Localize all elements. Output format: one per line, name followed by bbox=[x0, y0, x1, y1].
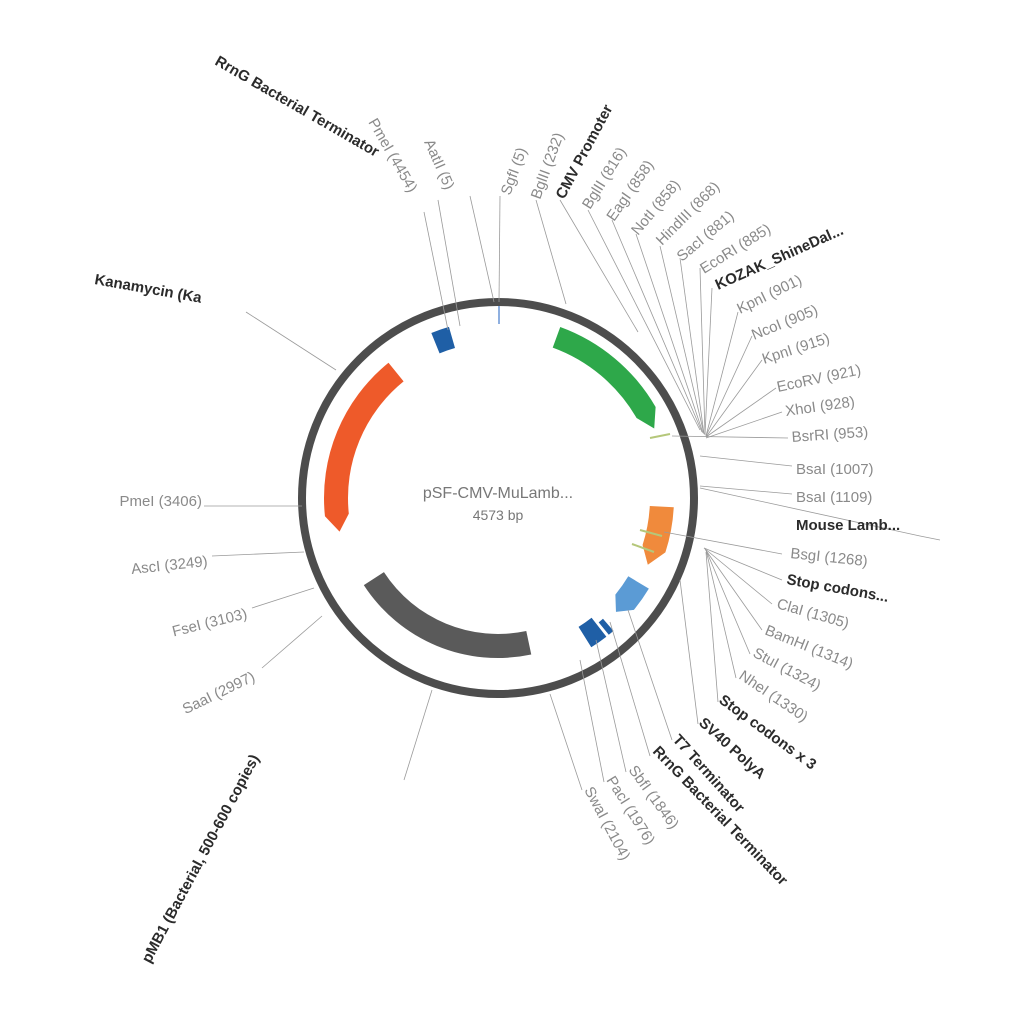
leader-stop3 bbox=[705, 551, 719, 703]
leader-saci bbox=[679, 257, 705, 435]
leader-swai bbox=[549, 693, 583, 791]
leader-stui bbox=[705, 549, 751, 655]
label-bsai-1109: BsaI (1109) bbox=[796, 489, 872, 506]
label-fsei-3103: FseI (3103) bbox=[170, 605, 249, 640]
leader-bsai-1109 bbox=[699, 485, 793, 495]
pmb1-origin-arc bbox=[363, 572, 532, 658]
leader-lines bbox=[204, 195, 941, 791]
leader-kpni-901 bbox=[705, 311, 739, 437]
leader-xhoi bbox=[705, 411, 783, 439]
leader-bsai-1007 bbox=[699, 455, 793, 467]
leader-t7 bbox=[627, 609, 673, 741]
leader-cmv bbox=[559, 199, 639, 333]
leader-paci bbox=[579, 659, 605, 783]
leader-mouse-lamb bbox=[699, 487, 941, 541]
rrng-terminator-block-top bbox=[431, 326, 456, 354]
label-stop-codons-3: Stop codons x 3 bbox=[716, 691, 820, 773]
label-rrng-term-top: RrnG Bacterial Terminator bbox=[212, 53, 382, 161]
label-bsrri-953: BsrRI (953) bbox=[791, 424, 869, 446]
label-bsgi-1268: BsgI (1268) bbox=[790, 545, 869, 570]
leader-rrng-bottom bbox=[609, 621, 651, 757]
label-ecorv-921: EcoRV (921) bbox=[775, 361, 862, 395]
leader-eagi bbox=[611, 219, 703, 433]
leader-pmb1 bbox=[403, 689, 433, 781]
leader-bsrri bbox=[671, 435, 789, 439]
leader-bglii-232 bbox=[535, 199, 567, 305]
label-pmb1: pMB1 (Bacterial, 500-600 copies) bbox=[139, 752, 264, 966]
leader-rrng-top bbox=[423, 211, 449, 331]
leader-kozak bbox=[704, 287, 713, 436]
label-mouse-lamb: Mouse Lamb... bbox=[796, 517, 900, 534]
site-ticks bbox=[498, 306, 671, 553]
t7-terminator-block bbox=[598, 618, 614, 635]
leader-kanamycin bbox=[245, 311, 337, 371]
rrng-terminator-block-bottom bbox=[578, 617, 607, 648]
leader-kpni-915 bbox=[705, 359, 763, 438]
leader-stop1 bbox=[703, 547, 783, 581]
label-pmei-3406: PmeI (3406) bbox=[119, 493, 202, 510]
leader-sv40 bbox=[679, 579, 699, 725]
leader-sgfi bbox=[498, 195, 501, 303]
leader-noti bbox=[635, 233, 704, 434]
kanamycin-arc bbox=[323, 362, 404, 532]
leader-fsei bbox=[251, 587, 315, 609]
plasmid-name: pSF-CMV-MuLamb... bbox=[423, 485, 573, 502]
leader-nhei bbox=[705, 549, 737, 679]
stop-codons-3-tick bbox=[631, 543, 655, 553]
plasmid-size: 4573 bp bbox=[473, 507, 524, 523]
label-aatii-5: AatII (5) bbox=[420, 137, 457, 193]
label-bsai-1007: BsaI (1007) bbox=[796, 461, 874, 478]
label-kanamycin: Kanamycin (Ka bbox=[93, 271, 203, 307]
leader-clai bbox=[703, 547, 773, 605]
cmv-promoter-arc bbox=[552, 326, 656, 429]
label-sgfi-5: SgfI (5) bbox=[498, 145, 531, 197]
leader-aatii bbox=[469, 195, 495, 303]
sv40-polya-arc bbox=[615, 576, 649, 612]
bsrri-tick bbox=[649, 433, 671, 439]
leader-bamhi bbox=[704, 548, 763, 631]
label-clai-1305: ClaI (1305) bbox=[775, 596, 851, 633]
leader-hindiii bbox=[659, 245, 705, 435]
label-asci-3249: AscI (3249) bbox=[130, 553, 208, 578]
leader-pmei-4454 bbox=[437, 199, 461, 327]
leader-ecorv bbox=[705, 387, 777, 438]
leader-asci bbox=[211, 551, 305, 557]
leader-bsgi bbox=[663, 531, 783, 555]
leader-bglii-816 bbox=[587, 209, 701, 431]
leader-ecori bbox=[699, 267, 706, 436]
leader-ncoi bbox=[705, 335, 753, 437]
leader-sbfi bbox=[595, 639, 627, 773]
leader-saai bbox=[261, 615, 323, 669]
label-saai-2997: SaaI (2997) bbox=[180, 668, 258, 718]
stop-codons-tick bbox=[639, 529, 663, 537]
plasmid-backbone bbox=[298, 298, 698, 698]
label-xhoi-928: XhoI (928) bbox=[784, 393, 856, 420]
